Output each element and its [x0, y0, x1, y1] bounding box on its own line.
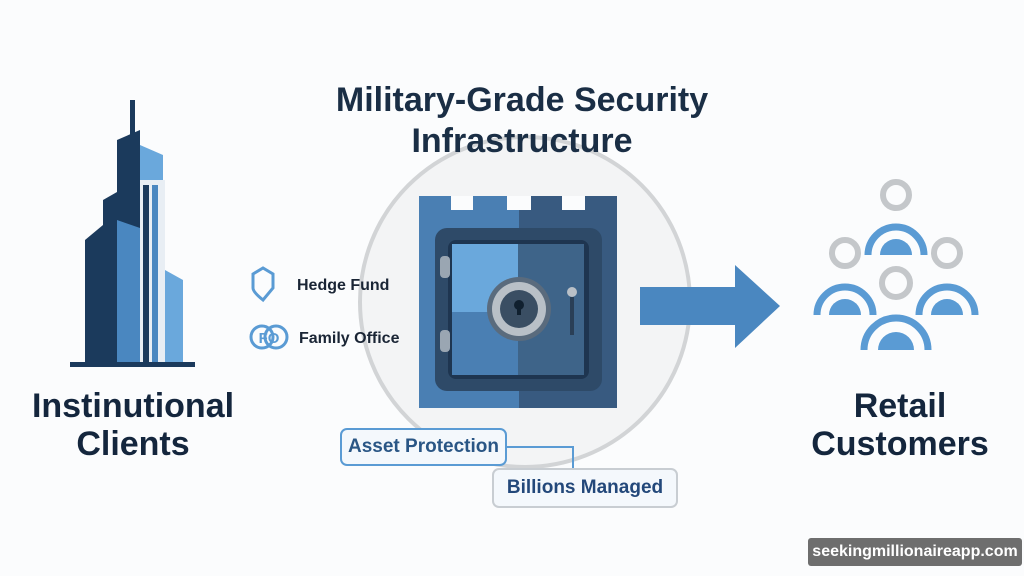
left-line-2: Clients — [76, 425, 190, 463]
svg-text:FO: FO — [259, 330, 280, 347]
skyscraper-icon — [70, 100, 195, 367]
hedge-fund-label: Hedge Fund — [297, 277, 390, 294]
right-line-1: Retail — [853, 387, 947, 425]
fo-badge-icon: FO — [249, 324, 289, 350]
title-line-1: Military-Grade Security — [335, 81, 709, 119]
family-office-label: Family Office — [299, 330, 400, 347]
watermark: seekingmillionaireapp.com — [808, 538, 1022, 566]
vault-safe-icon — [419, 196, 617, 408]
arrow-right-icon — [640, 265, 780, 348]
asset-protection-tag: Asset Protection — [340, 428, 507, 466]
retail-customers-label: Retail Customers — [790, 387, 1010, 463]
title-line-2: Infrastructure — [411, 122, 633, 160]
right-line-2: Customers — [811, 425, 989, 463]
institutional-clients-label: Instinutional Clients — [10, 387, 256, 463]
billions-managed-tag: Billions Managed — [492, 468, 678, 508]
people-group-icon — [813, 179, 979, 351]
page-title: Military-Grade Security Infrastructure — [262, 80, 782, 162]
shield-icon — [251, 266, 275, 303]
tag-connector — [506, 446, 574, 468]
left-line-1: Instinutional — [31, 387, 235, 425]
